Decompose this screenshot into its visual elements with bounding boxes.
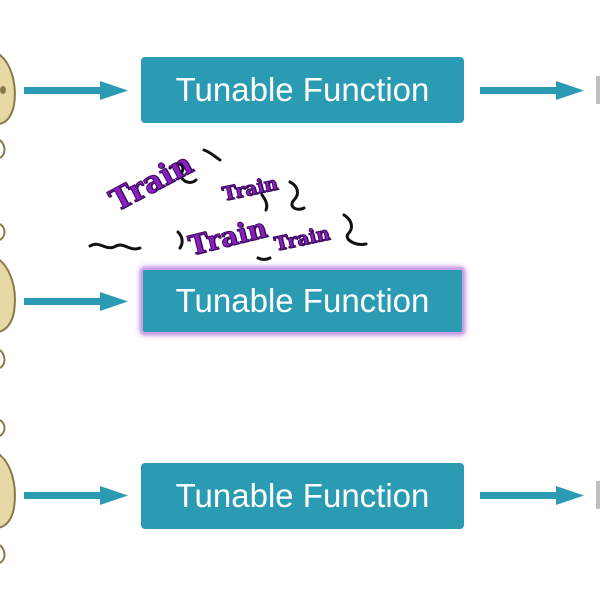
squiggle-2 [168, 162, 198, 184]
squiggle-5 [176, 230, 184, 250]
input-shape-1 [0, 53, 16, 159]
input-shape-3 [0, 419, 16, 564]
tunable-function-box-1: Tunable Function [141, 57, 464, 123]
squiggle-3 [288, 180, 306, 211]
squiggle-6 [342, 213, 368, 246]
tunable-function-label-1: Tunable Function [175, 71, 430, 108]
squiggle-7 [88, 242, 142, 251]
tunable-function-label-2: Tunable Function [175, 282, 430, 319]
input-arrow-3 [24, 486, 128, 505]
tunable-function-box-3: Tunable Function [141, 463, 464, 529]
output-arrow-3 [480, 481, 600, 509]
output-target-edge-1 [596, 76, 600, 104]
input-arrow-1 [24, 81, 128, 100]
input-arrow-2 [24, 292, 128, 311]
tunable-function-box-2: Tunable Function [141, 268, 464, 334]
tunable-function-label-3: Tunable Function [175, 477, 430, 514]
input-shape-1-dot [0, 86, 6, 94]
squiggle-8 [256, 256, 272, 261]
input-shape-2 [0, 223, 16, 369]
output-arrow-1 [480, 76, 600, 104]
squiggle-4 [260, 193, 269, 212]
output-target-edge-3 [596, 481, 600, 509]
squiggle-1 [202, 148, 222, 162]
train-squiggles [88, 148, 368, 261]
